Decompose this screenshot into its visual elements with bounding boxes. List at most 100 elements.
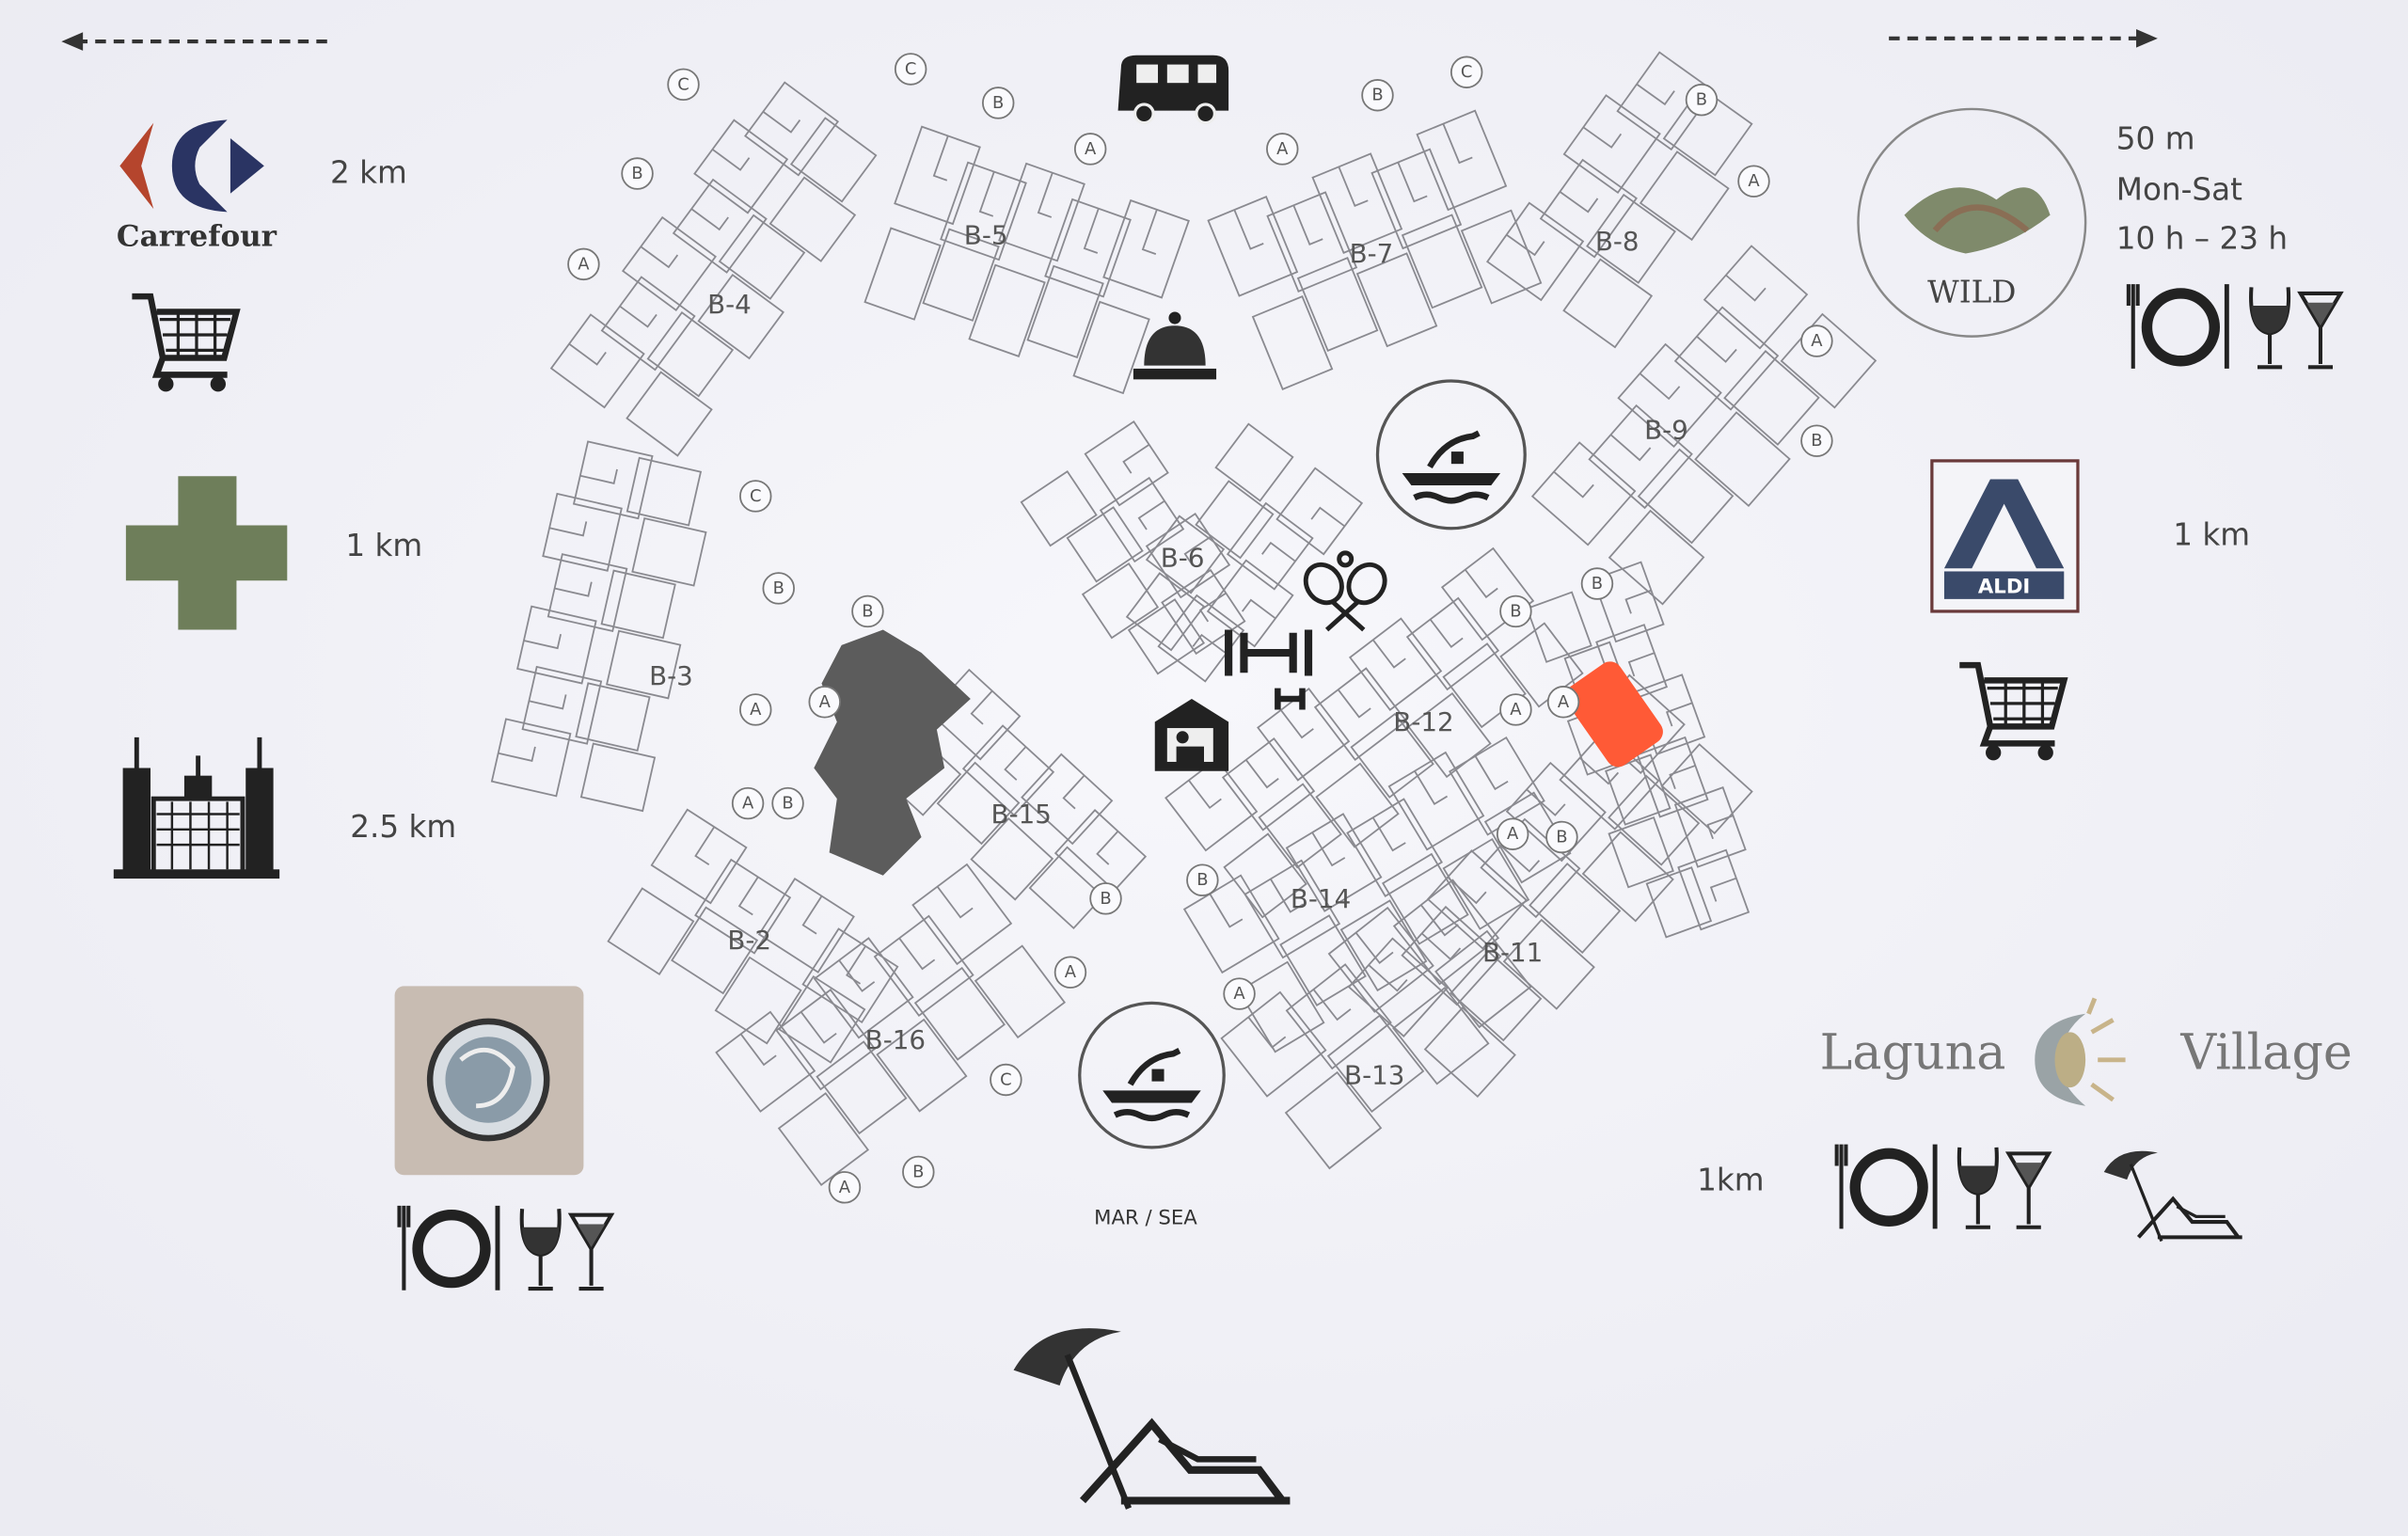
entrance-letter: B xyxy=(1510,601,1521,621)
laguna-name-left: Laguna xyxy=(1820,1025,2006,1082)
building-label: B-6 xyxy=(1161,542,1205,573)
entrance-marker: B xyxy=(1685,83,1719,117)
tennis-icon xyxy=(1303,550,1387,632)
building-wings xyxy=(490,51,1877,1186)
entrance-letter: A xyxy=(1233,984,1245,1004)
entrance-letter: C xyxy=(1000,1069,1012,1089)
building-label: B-2 xyxy=(727,925,771,956)
entrance-letter: B xyxy=(631,164,642,183)
building-label: B-3 xyxy=(649,660,693,691)
wild-days: Mon-Sat xyxy=(2116,171,2242,207)
apartment-location-marker[interactable] xyxy=(1560,657,1668,771)
entrance-marker: A xyxy=(1073,133,1107,166)
carrefour-logo: Carrefour xyxy=(117,119,277,253)
wild-hours: 10 h – 23 h xyxy=(2116,221,2288,257)
entrance-letter: B xyxy=(1196,870,1208,890)
entrance-letter: A xyxy=(1276,139,1289,159)
entrance-marker: B xyxy=(1499,594,1532,628)
entrance-letter: A xyxy=(1507,824,1519,844)
carrefour-distance: 2 km xyxy=(330,154,407,190)
entrance-marker: A xyxy=(731,786,765,820)
right-direction-arrow xyxy=(1889,29,2158,48)
entrance-letter: A xyxy=(742,794,754,814)
building-wing xyxy=(863,125,1190,395)
entrance-marker: B xyxy=(1800,424,1833,457)
building-label: B-4 xyxy=(707,289,752,320)
entrance-marker: A xyxy=(1800,325,1833,357)
entrance-marker: A xyxy=(1546,686,1580,719)
entrance-letter: B xyxy=(1371,86,1383,105)
occupied-building-section xyxy=(814,629,971,876)
entrance-letter: C xyxy=(1461,62,1473,82)
entrance-letter: B xyxy=(1592,574,1603,594)
entrance-marker: A xyxy=(1054,956,1087,989)
building-label: B-8 xyxy=(1595,226,1640,257)
entrance-letter: A xyxy=(1811,331,1823,351)
entrance-letter: B xyxy=(992,93,1004,113)
entrance-letter: C xyxy=(750,486,762,506)
entrance-letter: C xyxy=(905,59,917,79)
entrance-marker: C xyxy=(667,68,700,102)
shuttle-van-icon xyxy=(1117,55,1229,125)
entrance-letter: B xyxy=(1811,431,1822,451)
sea-label: MAR / SEA xyxy=(1094,1206,1197,1229)
building-wing xyxy=(607,808,899,1064)
entrance-marker: B xyxy=(762,572,795,605)
entrance-marker: A xyxy=(828,1171,862,1204)
pharmacy-cross-icon xyxy=(125,476,288,630)
entrance-marker: B xyxy=(621,157,654,190)
entrance-letter: C xyxy=(677,74,689,94)
wild-logo-text: WILD xyxy=(1927,275,2016,310)
entrance-marker: C xyxy=(990,1063,1022,1097)
laguna-village-logo: Laguna Village xyxy=(1820,997,2353,1106)
building-wing xyxy=(1125,422,1364,683)
entrance-letter: A xyxy=(578,254,590,274)
building-wing xyxy=(549,81,878,457)
building-label: B-7 xyxy=(1350,238,1394,269)
restaurant-logo xyxy=(394,986,584,1176)
entrance-marker: B xyxy=(902,1155,935,1189)
reception-bell-icon xyxy=(1133,311,1217,380)
entrance-marker: A xyxy=(1223,977,1256,1010)
building-wing xyxy=(1182,736,1572,1053)
laguna-name-right: Village xyxy=(2179,1025,2352,1082)
entrance-letter: B xyxy=(1556,827,1567,847)
building-label: B-12 xyxy=(1393,706,1453,737)
entrance-letter: B xyxy=(1696,90,1707,110)
building-label: B-14 xyxy=(1291,883,1351,914)
entrance-marker: B xyxy=(851,594,884,628)
entrance-letter: B xyxy=(1100,889,1111,909)
building-wing xyxy=(490,440,707,813)
pool-icon xyxy=(1078,1001,1226,1149)
building-wing xyxy=(1207,109,1543,390)
entrance-marker: B xyxy=(1089,882,1122,915)
building-wing xyxy=(1530,245,1877,606)
entrance-marker: A xyxy=(1737,165,1770,198)
entrance-marker: C xyxy=(739,480,772,513)
entrance-marker: B xyxy=(982,87,1015,119)
entrance-marker: A xyxy=(739,693,772,726)
building-label: B-5 xyxy=(964,219,1008,250)
spa-icon xyxy=(1154,699,1229,771)
entrance-letter: A xyxy=(1558,692,1570,712)
city-building-icon xyxy=(113,736,280,879)
entrance-marker: B xyxy=(1580,567,1614,600)
entrance-marker: C xyxy=(894,53,927,86)
pool-icon xyxy=(1375,379,1527,530)
building-label: B-9 xyxy=(1644,415,1688,446)
entrance-marker: A xyxy=(567,247,600,281)
entrance-letter: A xyxy=(750,700,762,720)
entrance-marker: B xyxy=(771,786,804,820)
building-wing xyxy=(1020,420,1246,675)
entrance-letter: B xyxy=(782,794,793,814)
building-label: B-13 xyxy=(1344,1060,1404,1091)
carrefour-logo-text: Carrefour xyxy=(117,219,277,253)
entrance-marker: B xyxy=(1361,79,1394,112)
entrance-letter: A xyxy=(1748,171,1760,191)
entrance-letter: A xyxy=(1065,962,1077,982)
aldi-distance: 1 km xyxy=(2173,517,2250,553)
building-label: B-11 xyxy=(1482,937,1543,968)
entrance-letter: A xyxy=(1085,139,1097,159)
entrance-letter: A xyxy=(839,1178,851,1197)
